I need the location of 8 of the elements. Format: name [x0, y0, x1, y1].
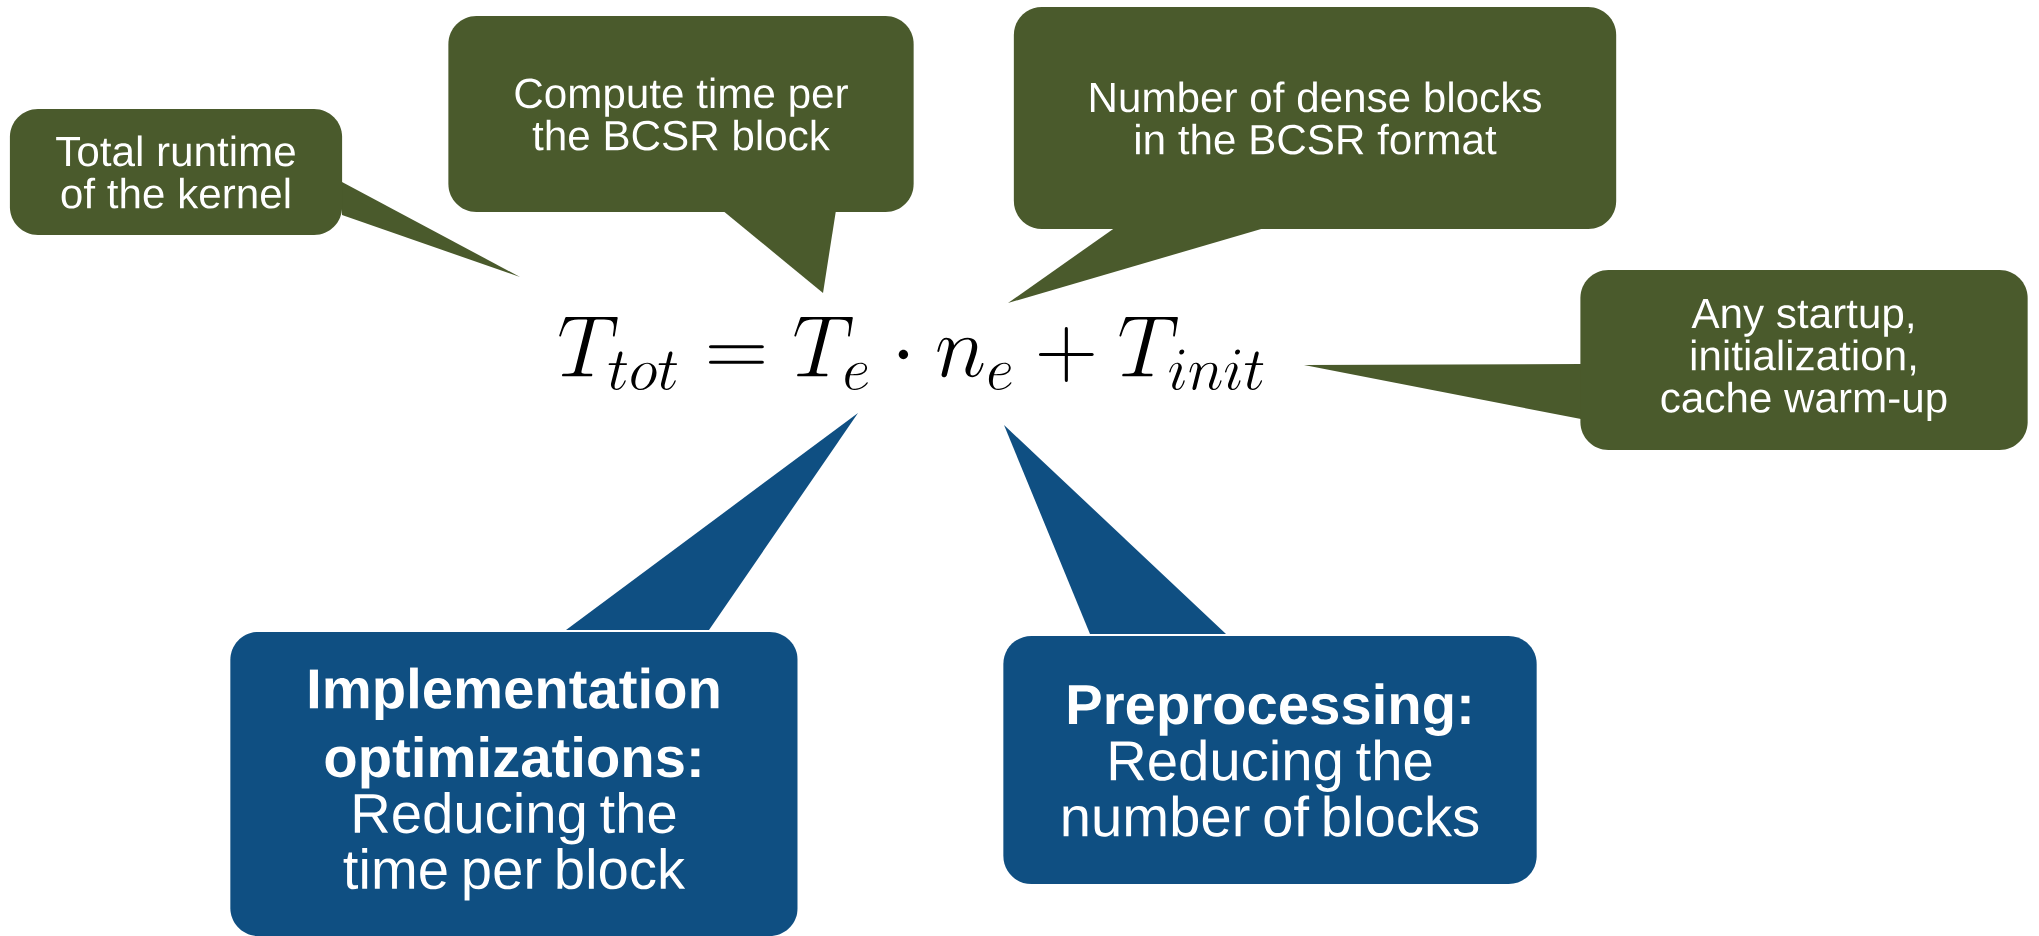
formula: $T_{tot} = T_e \cdot n_e + T_{init}$ — [559, 317, 1264, 391]
callout-box: Preprocessing: Reducing the number of blocks — [1003, 425, 1537, 885]
callout-box: Total runtime of the kernel — [9, 108, 520, 277]
callout-box: Any startup, initialization, cache warm-up — [1304, 269, 2028, 451]
callout-box: Compute time per the BCSR block — [448, 15, 914, 293]
callout-box: Implementation optimizations: Reducing the time per block — [230, 413, 858, 936]
node-label: Total runtime of the kernel — [56, 135, 295, 209]
callout-box: Number of dense blocks in the BCSR format — [1008, 6, 1617, 303]
